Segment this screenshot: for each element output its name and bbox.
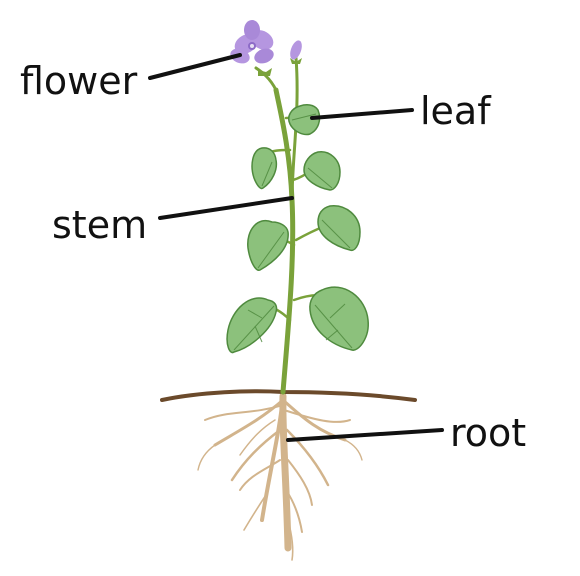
flower-pointer-line: [148, 53, 242, 80]
roots: [197, 392, 363, 561]
leaves: [226, 104, 369, 354]
stem-label: stem: [52, 203, 148, 247]
leaf-label: leaf: [420, 89, 491, 133]
flower: [230, 20, 274, 64]
leaf-veins: [233, 113, 353, 351]
soil-line: [160, 389, 417, 402]
leaf-lower-right: [309, 286, 369, 351]
leaf-top: [288, 104, 321, 136]
leaf-mid-right: [317, 205, 361, 252]
leaf-upper-right: [303, 151, 341, 191]
pointer-lines: [148, 53, 444, 442]
leaf-lower-left: [226, 297, 278, 354]
leaf-mid-left: [247, 219, 289, 271]
stem-pointer-line: [158, 196, 294, 220]
buds: [258, 40, 302, 76]
leaf-upper-left: [251, 147, 278, 190]
leaf-pointer-line: [310, 108, 414, 120]
root-label: root: [450, 411, 527, 455]
flower-label: flower: [20, 59, 138, 103]
root-pointer-line: [286, 428, 444, 442]
